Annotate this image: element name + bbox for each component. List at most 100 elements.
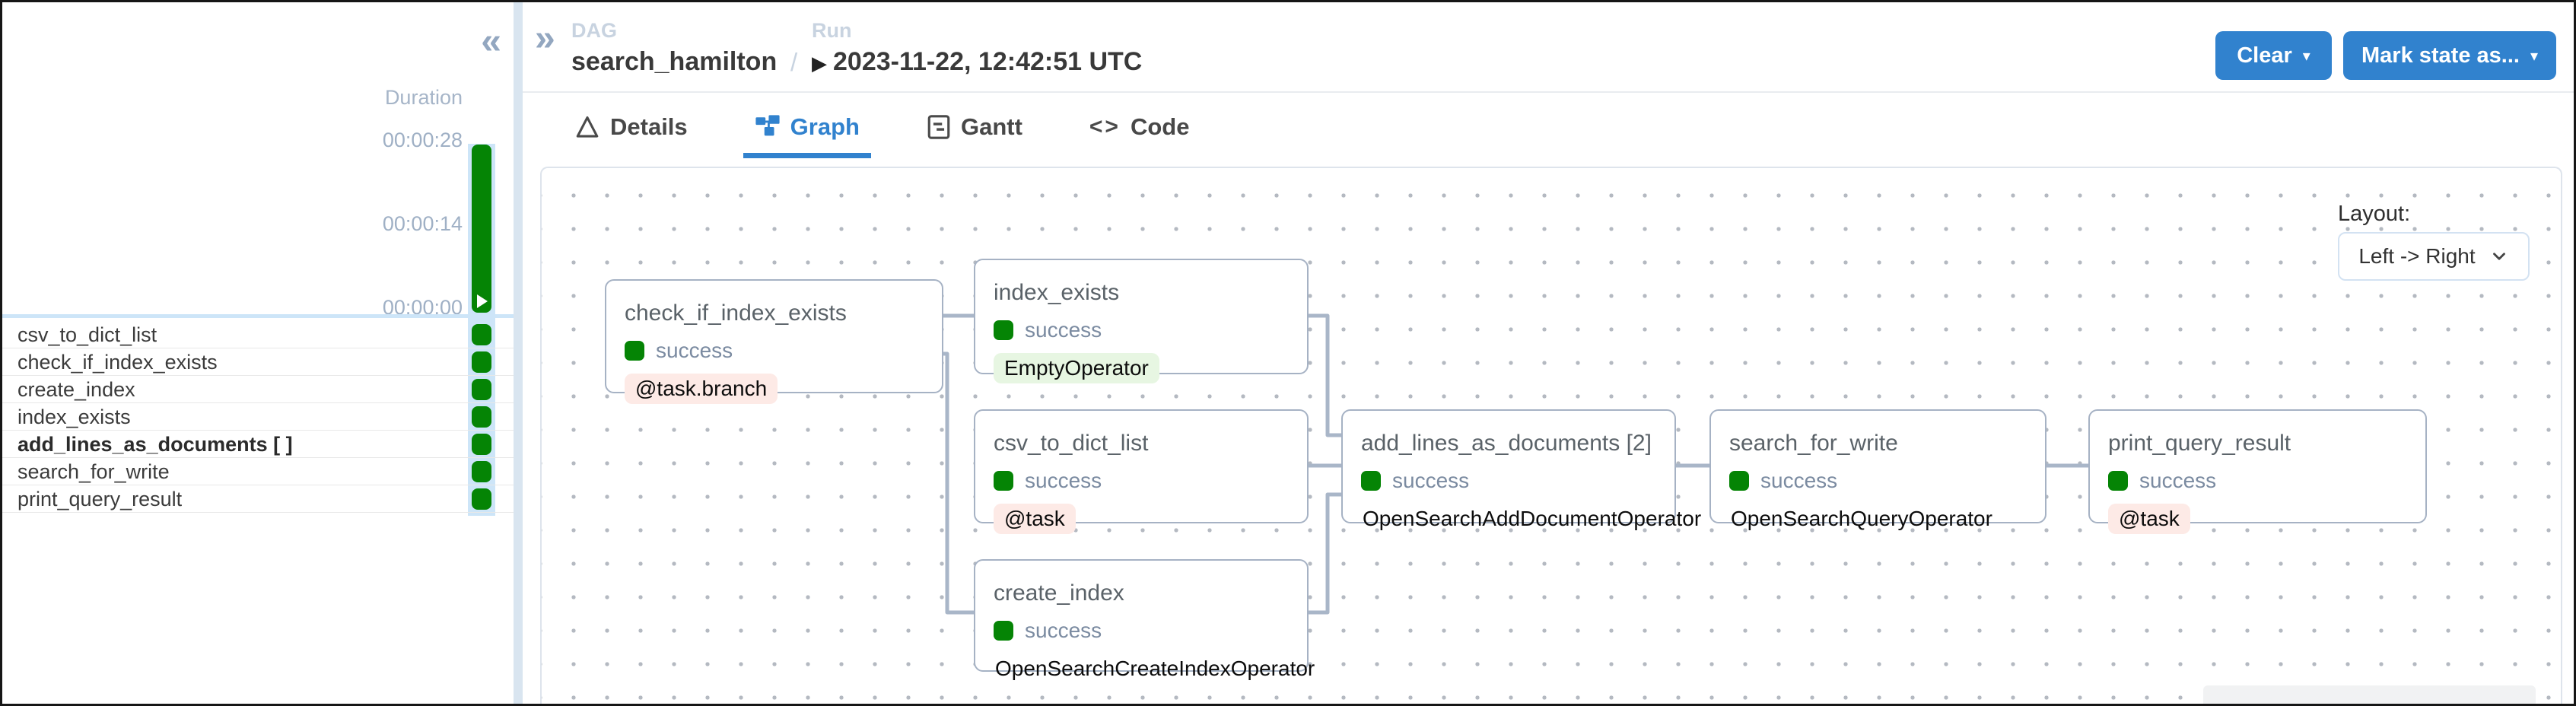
node-title: print_query_result (2108, 431, 2291, 456)
chevron-down-icon (2492, 253, 2505, 260)
status-square-icon (994, 320, 1013, 340)
panel-resize-divider[interactable] (514, 2, 523, 704)
status-text: success (1392, 469, 1470, 492)
layout-label: Layout: (2338, 202, 2411, 226)
edge-index_exists-to-add_lines_as_documents (1305, 313, 1344, 437)
node-operator-badge: OpenSearchQueryOperator (1731, 507, 1992, 530)
clear-button[interactable]: Clear ▾ (2215, 31, 2332, 80)
task-state-square[interactable] (472, 461, 491, 482)
tab-code[interactable]: <> Code (1078, 112, 1201, 158)
mark-state-button-label: Mark state as... (2361, 43, 2520, 68)
task-state-square[interactable] (472, 488, 491, 510)
task-row[interactable]: index_exists (2, 403, 514, 431)
run-timestamp: 2023-11-22, 12:42:51 UTC (833, 47, 1143, 76)
dag-name[interactable]: search_hamilton (571, 47, 778, 76)
tab-label: Details (610, 113, 688, 140)
breadcrumb-run[interactable]: Run ▶2023-11-22, 12:42:51 UTC (812, 19, 1142, 77)
tab-graph[interactable]: Graph (743, 112, 871, 158)
task-label: add_lines_as_documents [ ] (17, 433, 293, 456)
view-tabs: Details Graph Gantt <> Code (563, 112, 1201, 158)
caret-down-icon: ▾ (2530, 47, 2538, 65)
task-row[interactable]: create_index (2, 376, 514, 403)
node-operator-badge: @task (994, 504, 1076, 534)
node-status: success (1729, 469, 2027, 493)
graph-icon (755, 114, 781, 140)
breadcrumb-chevrons-icon[interactable]: » (535, 18, 555, 59)
edge-create_index-to-add_lines_as_documents (1305, 492, 1344, 615)
duration-tick: 00:00:14 (382, 212, 463, 235)
tab-label: Gantt (960, 113, 1022, 140)
node-operator-badge: EmptyOperator (994, 353, 1159, 383)
tab-details[interactable]: Details (563, 112, 699, 158)
layout-direction-value: Left -> Right (2358, 244, 2476, 268)
tab-label: Code (1130, 113, 1190, 140)
edge-check_if_index_exists-to-create_index (940, 351, 977, 615)
task-state-square[interactable] (472, 324, 491, 345)
node-status: success (994, 318, 1289, 342)
task-row[interactable]: add_lines_as_documents [ ] (2, 431, 514, 458)
node-status: success (994, 619, 1289, 643)
task-label: create_index (17, 378, 135, 401)
task-row[interactable]: check_if_index_exists (2, 348, 514, 376)
task-state-square[interactable] (472, 379, 491, 400)
status-text: success (1760, 469, 1838, 492)
status-text: success (656, 339, 733, 362)
dag-run-duration-bar[interactable] (472, 145, 491, 313)
status-square-icon (2108, 471, 2128, 491)
tab-label: Graph (790, 113, 860, 140)
caret-down-icon: ▾ (2302, 47, 2310, 65)
header-divider (523, 91, 2574, 93)
graph-canvas[interactable]: Layout: Left -> Right check_if_index_exi… (540, 167, 2562, 704)
task-state-square[interactable] (472, 351, 491, 373)
layout-direction-select[interactable]: Left -> Right (2338, 232, 2530, 281)
status-square-icon (994, 621, 1013, 641)
node-status: success (994, 469, 1289, 493)
status-square-icon (625, 341, 644, 361)
node-operator-badge: @task.branch (625, 374, 778, 404)
node-title: search_for_write (1729, 431, 1898, 456)
task-row[interactable]: search_for_write (2, 458, 514, 485)
code-icon: <> (1089, 114, 1121, 139)
breadcrumb-dag[interactable]: DAG search_hamilton (571, 19, 777, 77)
node-operator-badge: OpenSearchAddDocumentOperator (1363, 507, 1702, 530)
task-label: csv_to_dict_list (17, 323, 157, 346)
sidebar-collapse-icon[interactable]: « (481, 21, 501, 62)
run-play-icon (477, 294, 488, 308)
task-row[interactable]: csv_to_dict_list (2, 321, 514, 348)
node-status: success (1361, 469, 1656, 493)
node-operator-badge: OpenSearchCreateIndexOperator (995, 657, 1315, 680)
node-title: add_lines_as_documents [2] (1361, 431, 1652, 456)
task-label: check_if_index_exists (17, 351, 218, 374)
task-label: index_exists (17, 405, 131, 428)
tab-gantt[interactable]: Gantt (915, 112, 1034, 158)
details-icon (574, 114, 600, 140)
task-state-square[interactable] (472, 434, 491, 455)
duration-axis-label: Duration (384, 86, 463, 109)
task-row[interactable]: print_query_result (2, 485, 514, 513)
node-title: check_if_index_exists (625, 301, 847, 326)
breadcrumb-run-label: Run (812, 19, 852, 42)
status-text: success (2139, 469, 2217, 492)
sidebar-separator (2, 314, 514, 318)
task-label: print_query_result (17, 488, 183, 510)
task-state-square[interactable] (472, 406, 491, 428)
breadcrumb-dag-label: DAG (571, 19, 617, 42)
node-title: create_index (994, 580, 1124, 606)
mark-state-as-button[interactable]: Mark state as... ▾ (2343, 31, 2556, 80)
node-operator-badge: @task (2108, 504, 2190, 534)
duration-tick: 00:00:28 (382, 129, 463, 151)
status-text: success (1025, 318, 1102, 342)
run-name[interactable]: ▶2023-11-22, 12:42:51 UTC (812, 47, 1142, 77)
status-square-icon (1729, 471, 1749, 491)
gantt-icon (927, 114, 951, 140)
graph-minimap[interactable] (2203, 685, 2536, 704)
breadcrumb-separator: / (790, 48, 798, 76)
